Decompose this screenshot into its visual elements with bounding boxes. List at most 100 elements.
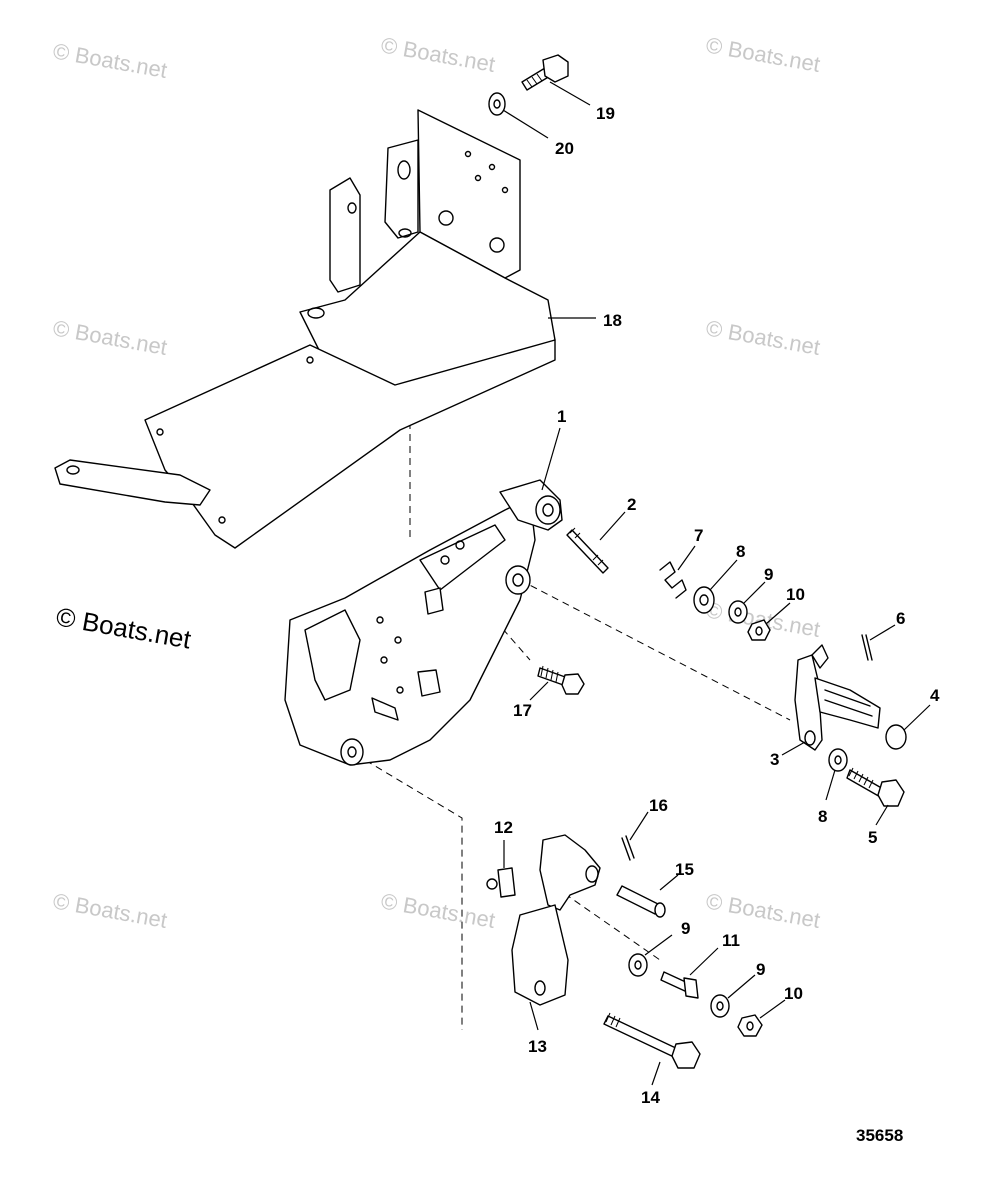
- lever-cable-clip: [814, 677, 881, 729]
- stud-12-body: [497, 867, 516, 898]
- pivot-pin-shaft: [566, 529, 609, 574]
- bracket-side-tab: [384, 139, 419, 239]
- bracket-hole: [218, 516, 226, 524]
- cap-4: [885, 724, 907, 750]
- bracket-hole: [489, 237, 505, 253]
- shift-plate-hole: [380, 656, 388, 664]
- shift-plate-hole: [394, 636, 402, 644]
- leader-9-lower-a: [644, 934, 673, 956]
- top-bolt-washer: [488, 54, 569, 116]
- callout-9-lower-b: 9: [756, 960, 765, 979]
- washer-9-lower-a-hole: [634, 960, 642, 970]
- watermark-low-left: © Boats.net: [51, 888, 169, 933]
- copyright-label: © Boats.net: [54, 601, 194, 654]
- leader-10-upper: [765, 602, 791, 625]
- shift-plate-slot: [304, 609, 361, 701]
- callout-19: 19: [596, 104, 615, 123]
- bolt-5-threads: [848, 767, 874, 789]
- callout-13: 13: [528, 1037, 547, 1056]
- leader-3: [781, 741, 806, 756]
- leader-19: [549, 81, 591, 106]
- shift-lever-3: [794, 644, 881, 772]
- callout-14: 14: [641, 1088, 660, 1107]
- lever-clip-detail: [824, 689, 873, 717]
- watermark-low-center: © Boats.net: [379, 888, 497, 933]
- bracket-upright-plate: [417, 109, 521, 279]
- shift-plate-bushing-low: [340, 738, 364, 766]
- spring-coils: [659, 561, 687, 599]
- watermark-top-left: © Boats.net: [51, 38, 169, 83]
- bracket-hole: [501, 186, 509, 194]
- bracket-hole: [397, 160, 411, 180]
- bracket-hole: [474, 174, 482, 182]
- stud-12-pin: [486, 878, 498, 890]
- shift-plate-bushing-top: [535, 495, 561, 525]
- pin-15-body: [616, 885, 661, 915]
- callout-10-upper: 10: [786, 585, 805, 604]
- bracket-hole: [398, 228, 412, 238]
- callout-11: 11: [722, 931, 740, 950]
- callout-3: 3: [770, 750, 779, 769]
- shift-plate-bushing-hole: [542, 503, 554, 517]
- callout-12: 12: [494, 818, 513, 837]
- watermark-top-center: © Boats.net: [379, 32, 497, 77]
- washer-8-upper: [693, 586, 715, 614]
- shift-plate: [284, 479, 563, 766]
- shift-arm-13: [511, 834, 601, 1006]
- screw-17-threads: [540, 665, 559, 683]
- callout-7: 7: [694, 526, 703, 545]
- leader-11: [689, 947, 719, 976]
- leader-17: [529, 681, 549, 701]
- bolt-14-threads: [605, 1012, 621, 1028]
- watermark-low-right: © Boats.net: [704, 888, 822, 933]
- callout-8-lower: 8: [818, 807, 827, 826]
- pin-15: [616, 885, 666, 918]
- bolt-19-head: [542, 54, 569, 83]
- pivot-pin-2: [566, 527, 609, 574]
- screw-17-head: [561, 673, 585, 695]
- shift-plate-hole: [376, 616, 384, 624]
- shift-plate-hole: [396, 686, 404, 694]
- leader-6: [869, 624, 896, 641]
- watermark-top-right: © Boats.net: [704, 32, 822, 77]
- watermark-mid-right: © Boats.net: [704, 315, 822, 360]
- watermark-mid-left: © Boats.net: [51, 315, 169, 360]
- arm-hole-top: [585, 865, 599, 883]
- leader-7: [677, 545, 696, 571]
- bracket-hole: [156, 428, 164, 436]
- washer-9-upper-hole: [734, 607, 742, 617]
- washer-nut-upper: [693, 586, 771, 641]
- lever-top-hook: [811, 644, 829, 669]
- shift-plate-hole: [440, 555, 450, 565]
- leader-1: [541, 427, 561, 491]
- dash-plate-bolt: [494, 619, 531, 661]
- leader-5: [875, 804, 889, 826]
- washer-9-upper: [728, 600, 748, 624]
- shift-plate-pin: [371, 697, 399, 721]
- nut-10-upper-hole: [755, 626, 763, 636]
- callout-4: 4: [930, 686, 940, 705]
- shift-plate-bushing-hole: [512, 573, 524, 587]
- shift-plate-cutout: [419, 524, 506, 591]
- arm-lower: [511, 904, 569, 1006]
- pivot-pin-threads: [569, 527, 604, 566]
- callout-9-lower-a: 9: [681, 919, 690, 938]
- bolt-14-shank: [603, 1015, 681, 1059]
- bracket-hole: [66, 465, 80, 475]
- callout-20: 20: [555, 139, 574, 158]
- spring-7: [659, 561, 687, 599]
- washer-9-lower-b-hole: [716, 1001, 724, 1011]
- bolt-14: [603, 1012, 701, 1069]
- shift-plate-stud: [424, 587, 444, 615]
- callout-9-upper: 9: [764, 565, 773, 584]
- bolt-19-threads: [526, 73, 543, 88]
- leader-8-upper: [709, 559, 738, 591]
- cotter-pin-16-body: [621, 835, 635, 861]
- callout-6: 6: [896, 609, 905, 628]
- callouts: 19 20 18 1 2 7 8 9 10 6 4 3 8 5 17 16 12…: [494, 104, 940, 1107]
- bracket-hole: [464, 150, 472, 158]
- bracket-hole: [347, 202, 357, 214]
- washer-8-lower: [828, 748, 848, 772]
- cotter-pin-16: [621, 835, 635, 861]
